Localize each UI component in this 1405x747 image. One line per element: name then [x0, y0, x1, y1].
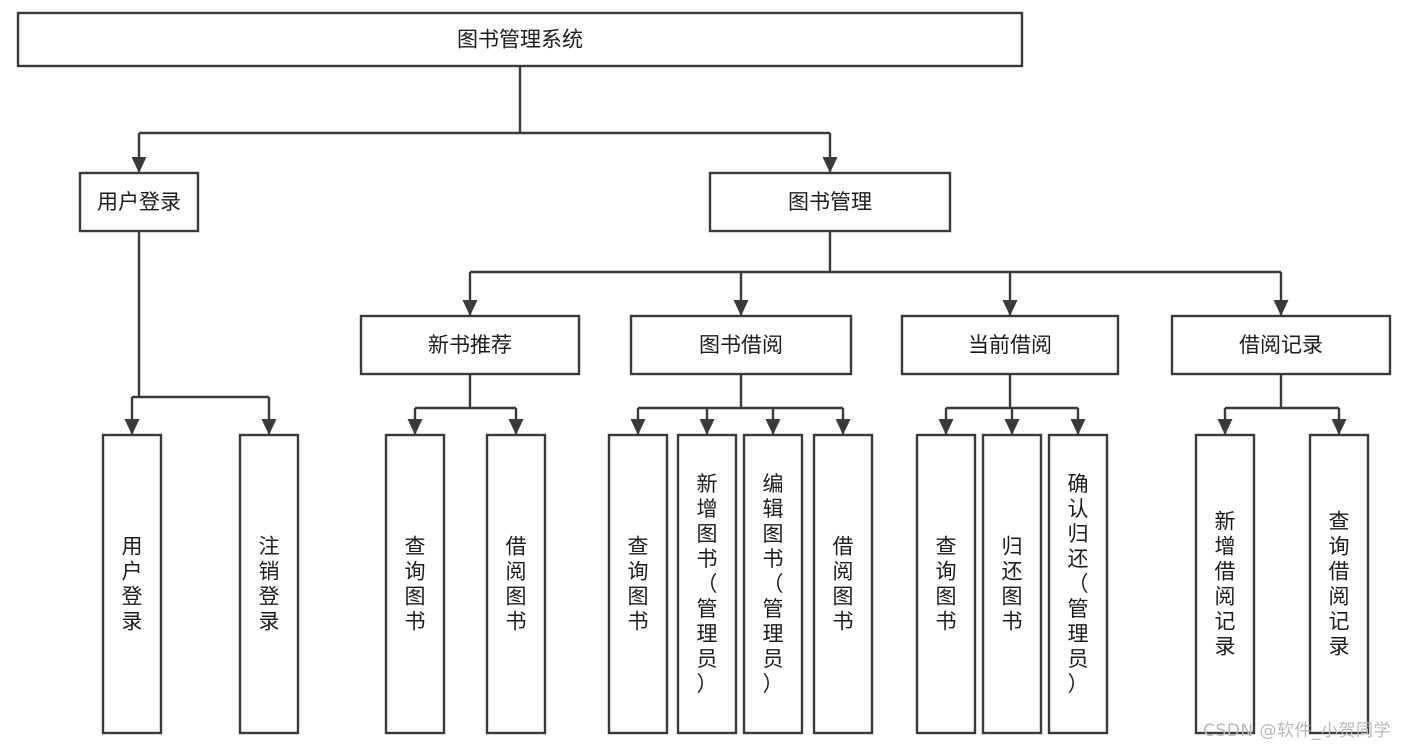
- node-root-system-label: 图书管理系统: [457, 28, 583, 52]
- csdn-watermark: CSDN @软件_小贺同学: [1203, 721, 1391, 741]
- node-borrow-record-label: 借阅记录: [1239, 333, 1323, 357]
- node-leaf-edit-book[interactable]: 编辑图书（管理员）: [742, 433, 804, 735]
- node-leaf-query-book-1[interactable]: 查询图书: [384, 433, 446, 735]
- arrow-head-icon: [508, 419, 524, 435]
- arrow-head-icon: [261, 419, 277, 435]
- node-user-login-box[interactable]: [78, 171, 200, 233]
- arrow-head-icon: [131, 157, 147, 173]
- nodes-layer: 图书管理系统用户登录图书管理新书推荐图书借阅当前借阅借阅记录用户登录注销登录查询…: [16, 11, 1392, 735]
- arrow-head-icon: [124, 419, 140, 435]
- connectors-layer: [124, 66, 1347, 435]
- arrow-head-icon: [1002, 300, 1018, 316]
- node-leaf-query-book-2-label: 查询图书: [628, 535, 649, 634]
- node-leaf-borrow-book-2-box[interactable]: [812, 433, 874, 735]
- arrow-head-icon: [1070, 419, 1086, 435]
- node-current-borrow-box[interactable]: [900, 314, 1120, 376]
- node-leaf-add-book-label: 新增图书（管理员）: [697, 472, 718, 696]
- node-leaf-return-book-box[interactable]: [981, 433, 1043, 735]
- node-leaf-edit-book-box[interactable]: [742, 433, 804, 735]
- arrow-head-icon: [1217, 419, 1233, 435]
- node-leaf-return-book-label: 归还图书: [1002, 535, 1023, 634]
- node-user-login[interactable]: 用户登录: [78, 171, 200, 233]
- arrow-head-icon: [938, 419, 954, 435]
- arrow-head-icon: [835, 419, 851, 435]
- arrow-head-icon: [1331, 419, 1347, 435]
- arrow-head-icon: [1273, 300, 1289, 316]
- node-leaf-confirm-return-label: 确认归还（管理员）: [1068, 472, 1089, 696]
- node-leaf-query-book-3-label: 查询图书: [936, 535, 957, 634]
- node-leaf-borrow-book-1[interactable]: 借阅图书: [485, 433, 547, 735]
- node-leaf-add-record-box[interactable]: [1194, 433, 1256, 735]
- arrow-head-icon: [699, 419, 715, 435]
- node-leaf-user-logout-box[interactable]: [238, 433, 300, 735]
- node-leaf-add-book-box[interactable]: [676, 433, 738, 735]
- node-user-login-label: 用户登录: [97, 190, 181, 214]
- node-leaf-borrow-book-2[interactable]: 借阅图书: [812, 433, 874, 735]
- node-new-book-recommend-box[interactable]: [359, 314, 581, 376]
- node-leaf-return-book[interactable]: 归还图书: [981, 433, 1043, 735]
- node-leaf-user-login-box[interactable]: [101, 433, 163, 735]
- node-leaf-edit-book-label: 编辑图书（管理员）: [763, 472, 784, 696]
- arrow-head-icon: [733, 300, 749, 316]
- node-leaf-query-book-2-box[interactable]: [607, 433, 669, 735]
- node-leaf-borrow-book-2-label: 借阅图书: [833, 535, 854, 634]
- node-book-borrow-box[interactable]: [629, 314, 853, 376]
- node-book-borrow-label: 图书借阅: [699, 333, 783, 357]
- node-new-book-recommend-label: 新书推荐: [428, 333, 512, 357]
- node-borrow-record-box[interactable]: [1170, 314, 1392, 376]
- node-current-borrow-label: 当前借阅: [968, 333, 1052, 357]
- node-root-system-box[interactable]: [16, 11, 1024, 68]
- node-leaf-borrow-book-1-label: 借阅图书: [506, 535, 527, 634]
- node-current-borrow[interactable]: 当前借阅: [900, 314, 1120, 376]
- node-book-manage-label: 图书管理: [788, 190, 872, 214]
- node-leaf-query-book-1-label: 查询图书: [405, 535, 426, 634]
- node-leaf-user-login[interactable]: 用户登录: [101, 433, 163, 735]
- node-leaf-borrow-book-1-box[interactable]: [485, 433, 547, 735]
- node-new-book-recommend[interactable]: 新书推荐: [359, 314, 581, 376]
- arrow-head-icon: [630, 419, 646, 435]
- node-leaf-add-record-label: 新增借阅记录: [1215, 510, 1236, 659]
- node-leaf-query-record[interactable]: 查询借阅记录: [1308, 433, 1370, 735]
- node-borrow-record[interactable]: 借阅记录: [1170, 314, 1392, 376]
- node-leaf-user-logout[interactable]: 注销登录: [238, 433, 300, 735]
- arrow-head-icon: [1004, 419, 1020, 435]
- node-leaf-query-book-3-box[interactable]: [915, 433, 977, 735]
- node-book-borrow[interactable]: 图书借阅: [629, 314, 853, 376]
- node-leaf-query-book-1-box[interactable]: [384, 433, 446, 735]
- node-leaf-query-book-3[interactable]: 查询图书: [915, 433, 977, 735]
- node-leaf-confirm-return[interactable]: 确认归还（管理员）: [1047, 433, 1109, 735]
- node-root-system[interactable]: 图书管理系统: [16, 11, 1024, 68]
- node-book-manage[interactable]: 图书管理: [708, 171, 952, 233]
- node-leaf-query-record-box[interactable]: [1308, 433, 1370, 735]
- node-leaf-user-logout-label: 注销登录: [259, 535, 280, 634]
- node-leaf-query-record-label: 查询借阅记录: [1329, 510, 1350, 659]
- node-leaf-add-book[interactable]: 新增图书（管理员）: [676, 433, 738, 735]
- arrow-head-icon: [462, 300, 478, 316]
- arrow-head-icon: [407, 419, 423, 435]
- node-book-manage-box[interactable]: [708, 171, 952, 233]
- node-leaf-add-record[interactable]: 新增借阅记录: [1194, 433, 1256, 735]
- arrow-head-icon: [822, 157, 838, 173]
- node-leaf-query-book-2[interactable]: 查询图书: [607, 433, 669, 735]
- node-leaf-confirm-return-box[interactable]: [1047, 433, 1109, 735]
- node-leaf-user-login-label: 用户登录: [122, 535, 143, 634]
- arrow-head-icon: [765, 419, 781, 435]
